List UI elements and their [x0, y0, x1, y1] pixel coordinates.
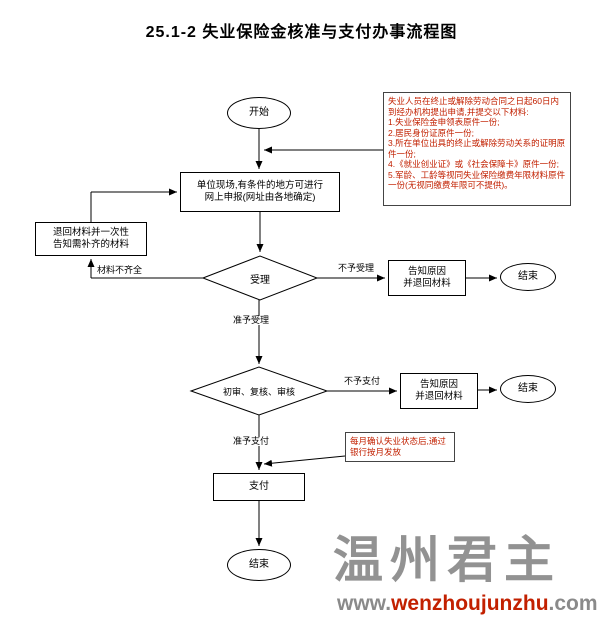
label-materials-incomplete: 材料不齐全: [97, 265, 143, 275]
watermark-url-www: www.: [337, 592, 392, 615]
pay-box: 支付: [213, 473, 305, 501]
watermark-url-name: wenzhoujunzhu: [391, 592, 549, 615]
watermark-text: 温州君主: [333, 532, 561, 588]
accept-diamond-shape: [201, 255, 319, 301]
end-node-2: 结束: [500, 375, 556, 403]
notify-return-box-1: 告知原因 并退回材料: [388, 260, 466, 296]
materials-note: 失业人员在终止或解除劳动合同之日起60日内到经办机构提出申请,并提交以下材料: …: [383, 92, 571, 206]
accept-diamond-label: 受理: [250, 274, 270, 286]
label-not-accepted: 不予受理: [338, 263, 375, 273]
monthly-payment-note: 每月确认失业状态后,通过银行按月发放: [345, 432, 455, 462]
review-diamond-shape: [189, 366, 329, 416]
apply-process-box: 单位现场,有条件的地方可进行 网上申报(网址由各地确定): [180, 172, 340, 212]
watermark-url-tld: .com: [548, 592, 598, 615]
page-title: 25.1-2 失业保险金核准与支付办事流程图: [145, 24, 458, 41]
label-not-paid: 不予支付: [344, 376, 381, 386]
label-accepted: 准予受理: [233, 315, 270, 325]
end-node-3: 结束: [227, 549, 291, 581]
return-materials-box: 退回材料并一次性 告知需补齐的材料: [35, 222, 147, 256]
watermark-url: www.wenzhoujunzhu.com: [337, 592, 598, 616]
end-node-1: 结束: [500, 263, 556, 291]
notify-return-box-2: 告知原因 并退回材料: [400, 373, 478, 409]
label-paid: 准予支付: [233, 436, 270, 446]
start-node: 开始: [227, 97, 291, 129]
review-diamond-label: 初审、复核、审核: [222, 386, 295, 397]
